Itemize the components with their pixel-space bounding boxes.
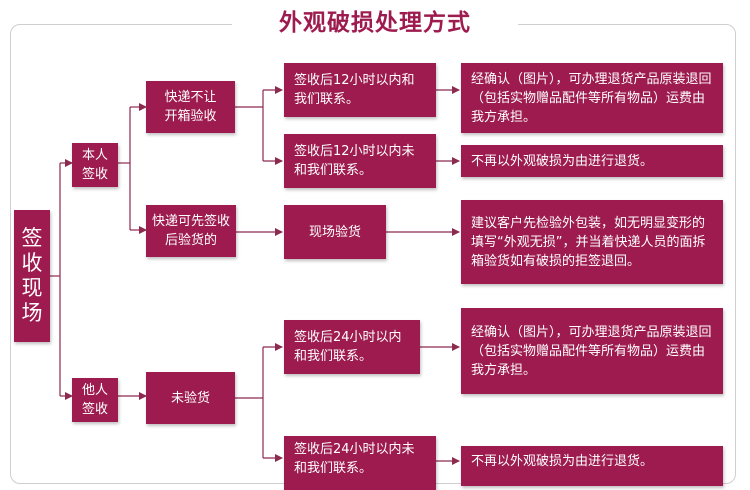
node-result-return-1: 经确认（图片），可办理退货产品原装退回（包括实物赠品配件等所有物品）运费由我方承… — [461, 63, 723, 133]
node-no-open-label: 快递不让开箱验收 — [164, 90, 217, 124]
node-result-suggest: 建议客户先检验外包装，如无明显变形的填写“外观无损”，并当着快递人员的面拆箱验货… — [461, 200, 723, 284]
node-result-no-return-1: 不再以外观破损为由进行退货。 — [461, 145, 723, 177]
diagram-title: 外观破损处理方式 — [279, 10, 471, 36]
node-result-no-return-2-label: 不再以外观破损为由进行退货。 — [471, 454, 654, 469]
node-sign-12h-no-contact: 签收后12小时以内未和我们联系。 — [284, 134, 436, 188]
node-self-sign-label: 本人签收 — [81, 148, 108, 182]
node-self-sign: 本人签收 — [72, 143, 118, 187]
node-result-return-2-label: 经确认（图片），可办理退货产品原装退回（包括实物赠品配件等所有物品）运费由我方承… — [471, 324, 712, 378]
node-sign-24h-no-contact: 签收后24小时以内未和我们联系。 — [284, 436, 436, 490]
node-can-open: 快递可先签收后验货的 — [146, 205, 236, 257]
node-not-inspected-label: 未验货 — [170, 390, 210, 406]
node-sign-24h-contact: 签收后24小时以内和我们联系。 — [284, 320, 420, 374]
node-result-no-return-1-label: 不再以外观破损为由进行退货。 — [471, 153, 654, 169]
node-result-return-1-label: 经确认（图片），可办理退货产品原装退回（包括实物赠品配件等所有物品）运费由我方承… — [471, 71, 712, 125]
connector-lines — [50, 86, 460, 465]
title-background — [232, 4, 518, 44]
node-no-open: 快递不让开箱验收 — [146, 81, 235, 133]
node-other-sign: 他人签收 — [72, 378, 118, 422]
node-sign-24h-no-contact-label: 签收后24小时以内未和我们联系。 — [294, 442, 415, 476]
node-result-return-2: 经确认（图片），可办理退货产品原装退回（包括实物赠品配件等所有物品）运费由我方承… — [461, 308, 723, 394]
node-sign-24h-contact-label: 签收后24小时以内和我们联系。 — [294, 330, 402, 364]
node-result-suggest-label: 建议客户先检验外包装，如无明显变形的填写“外观无损”，并当着快递人员的面拆箱验货… — [471, 215, 706, 269]
node-result-no-return-2: 不再以外观破损为由进行退货。 — [461, 446, 723, 486]
node-site-label: 签收现场 — [21, 226, 43, 325]
node-sign-12h-contact-label: 签收后12小时以内和我们联系。 — [294, 73, 415, 107]
node-site: 签收现场 — [14, 210, 50, 342]
node-inspect-on-site: 现场验货 — [284, 205, 386, 259]
node-sign-12h-no-contact-label: 签收后12小时以内未和我们联系。 — [294, 144, 415, 178]
node-not-inspected: 未验货 — [146, 372, 235, 424]
node-inspect-on-site-label: 现场验货 — [308, 224, 361, 240]
node-sign-12h-contact: 签收后12小时以内和我们联系。 — [284, 63, 436, 117]
node-can-open-label: 快递可先签收后验货的 — [152, 214, 231, 248]
node-other-sign-label: 他人签收 — [81, 383, 108, 417]
